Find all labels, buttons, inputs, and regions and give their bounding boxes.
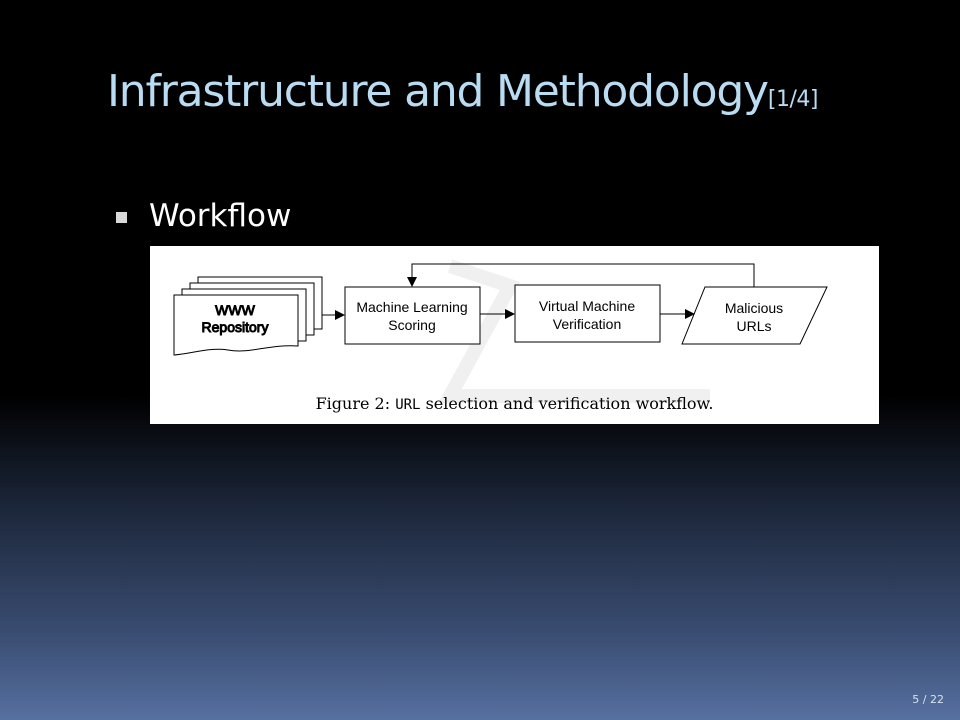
caption-rest: selection and verification workflow. (425, 394, 714, 413)
repo-label-1: WWW (215, 302, 255, 318)
slide-title-text: Infrastructure and Methodology (107, 66, 769, 117)
figure-caption: Figure 2: URL selection and verification… (150, 394, 879, 413)
malicious-urls-node: Malicious URLs (681, 286, 828, 345)
mal-label-2: URLs (736, 318, 771, 334)
page-total: 22 (930, 693, 944, 706)
repo-label-2: Repository (202, 319, 269, 335)
workflow-diagram: WWW Repository Machine Learning Scoring … (173, 259, 828, 403)
slide-title: Infrastructure and Methodology[1/4] (107, 66, 818, 117)
page-number: 5 / 22 (912, 693, 944, 706)
caption-prefix: Figure 2: (315, 394, 391, 413)
slide-title-suffix: [1/4] (767, 87, 819, 112)
ml-label-2: Scoring (388, 317, 435, 333)
bullet-item: Workflow (116, 198, 291, 234)
arrow-feedback-loop (407, 263, 755, 287)
vm-verification-node: Virtual Machine Verification (514, 284, 661, 343)
page-separator: / (922, 693, 927, 706)
ml-label-1: Machine Learning (356, 299, 467, 315)
bullet-text: Workflow (149, 198, 292, 234)
workflow-figure: WWW Repository Machine Learning Scoring … (150, 246, 879, 424)
caption-code: URL (395, 397, 421, 413)
vm-label-1: Virtual Machine (539, 298, 635, 314)
square-bullet-icon (116, 211, 127, 223)
mal-label-1: Malicious (725, 300, 783, 316)
vm-label-2: Verification (553, 316, 621, 332)
repository-node: WWW Repository (173, 276, 323, 356)
ml-scoring-node: Machine Learning Scoring (344, 286, 481, 345)
page-current: 5 (912, 693, 920, 706)
